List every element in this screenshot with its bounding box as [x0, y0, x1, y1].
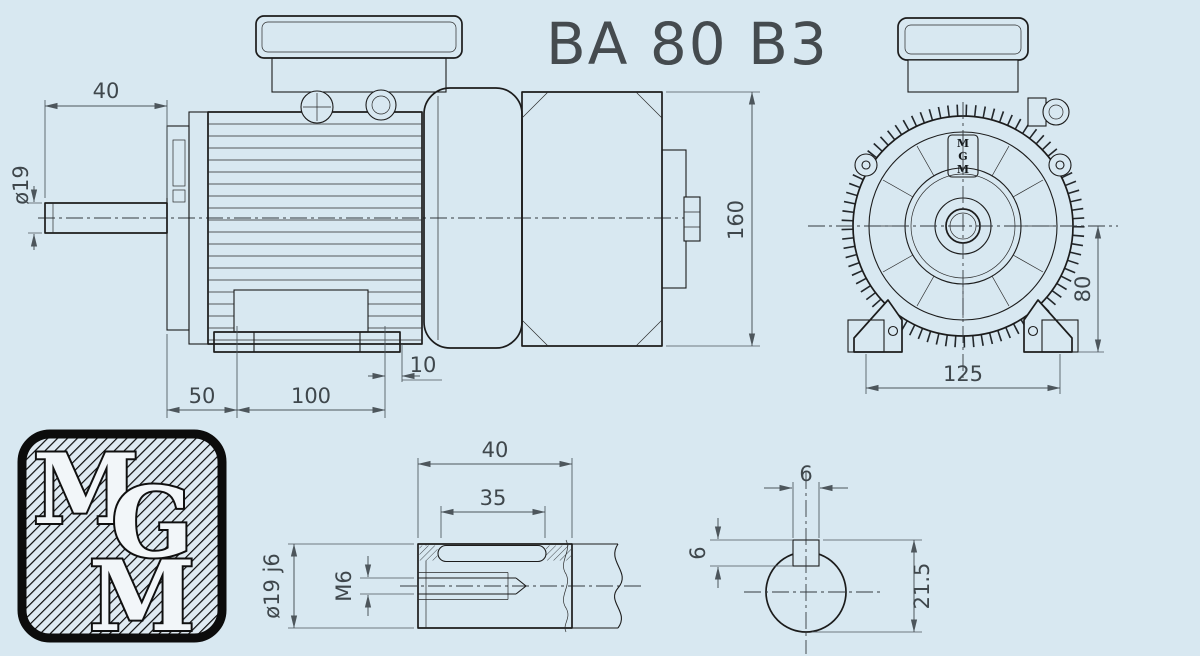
foot-hole-right: [1027, 325, 1039, 337]
mgm-logo: M G M: [17, 429, 227, 655]
dim-foot-offset: 50: [189, 384, 216, 408]
foot-hole-left: [887, 325, 899, 337]
shaft-end-outline: [417, 543, 573, 629]
logo-letter-m1: M: [33, 433, 139, 546]
front-end-shield: [166, 111, 209, 345]
feet-front: [847, 299, 1079, 353]
mounting-pad-left: [847, 319, 885, 353]
dim-shaft-end-length: 40: [482, 438, 509, 462]
tapped-hole-m6: [418, 572, 527, 600]
break-lines: [563, 539, 623, 633]
keyway-slot: [437, 544, 547, 563]
dim-pad-width: 10: [410, 353, 437, 377]
rear-housing: [521, 91, 701, 347]
dim-key-length: 35: [480, 486, 507, 510]
mini-logo-letter-g: G: [958, 150, 967, 163]
dim-frame-length: 160: [724, 200, 748, 240]
lifting-lugs: [854, 153, 1072, 177]
side-dimensions: 40 ø19 160 50 100 10: [9, 79, 760, 418]
front-dimensions: 80 125: [865, 225, 1104, 394]
dim-key-width: 6: [799, 462, 812, 486]
radial-fin-ticks: [841, 104, 1085, 348]
section-hatch-right: [546, 545, 571, 561]
dim-shaft-to-key-top: 21.5: [910, 563, 934, 610]
dim-axis-height: 80: [1071, 276, 1095, 303]
feet-side: [213, 331, 401, 353]
cable-gland: [365, 89, 397, 121]
logo-letter-g: G: [111, 466, 193, 579]
key-cross-section: 6 6 21.5: [686, 462, 934, 654]
logo-letter-m2: M: [89, 540, 195, 653]
gland-cap: [1042, 98, 1070, 126]
dim-shaft-length: 40: [93, 79, 120, 103]
hex-fitting: [683, 196, 701, 242]
shaft-detail-dimensions: 40 35 ø19 j6 M6: [260, 438, 573, 629]
terminal-box-side: [255, 15, 463, 124]
mounting-pad-right: [1041, 319, 1079, 353]
dim-thread: M6: [332, 570, 356, 601]
nameplate: [233, 289, 369, 333]
key-section-dimensions: 6 6 21.5: [686, 462, 934, 633]
drawing-title: BA 80 B3: [546, 10, 829, 78]
dim-shaft-fit: ø19 j6: [260, 553, 284, 618]
side-view: 40 ø19 160 50 100 10: [9, 15, 760, 418]
dim-shaft-diameter: ø19: [9, 165, 33, 205]
dim-foot-spacing: 100: [291, 384, 331, 408]
dim-foot-width: 125: [943, 362, 983, 386]
front-view: M G M 80 125: [808, 17, 1118, 394]
terminal-box-front: [897, 17, 1070, 127]
section-hatch-left: [419, 545, 438, 561]
shaft-detail: 40 35 ø19 j6 M6: [260, 438, 644, 633]
dim-key-height: 6: [686, 546, 710, 559]
logo-frame: [17, 429, 227, 643]
stator-body: [207, 111, 423, 345]
